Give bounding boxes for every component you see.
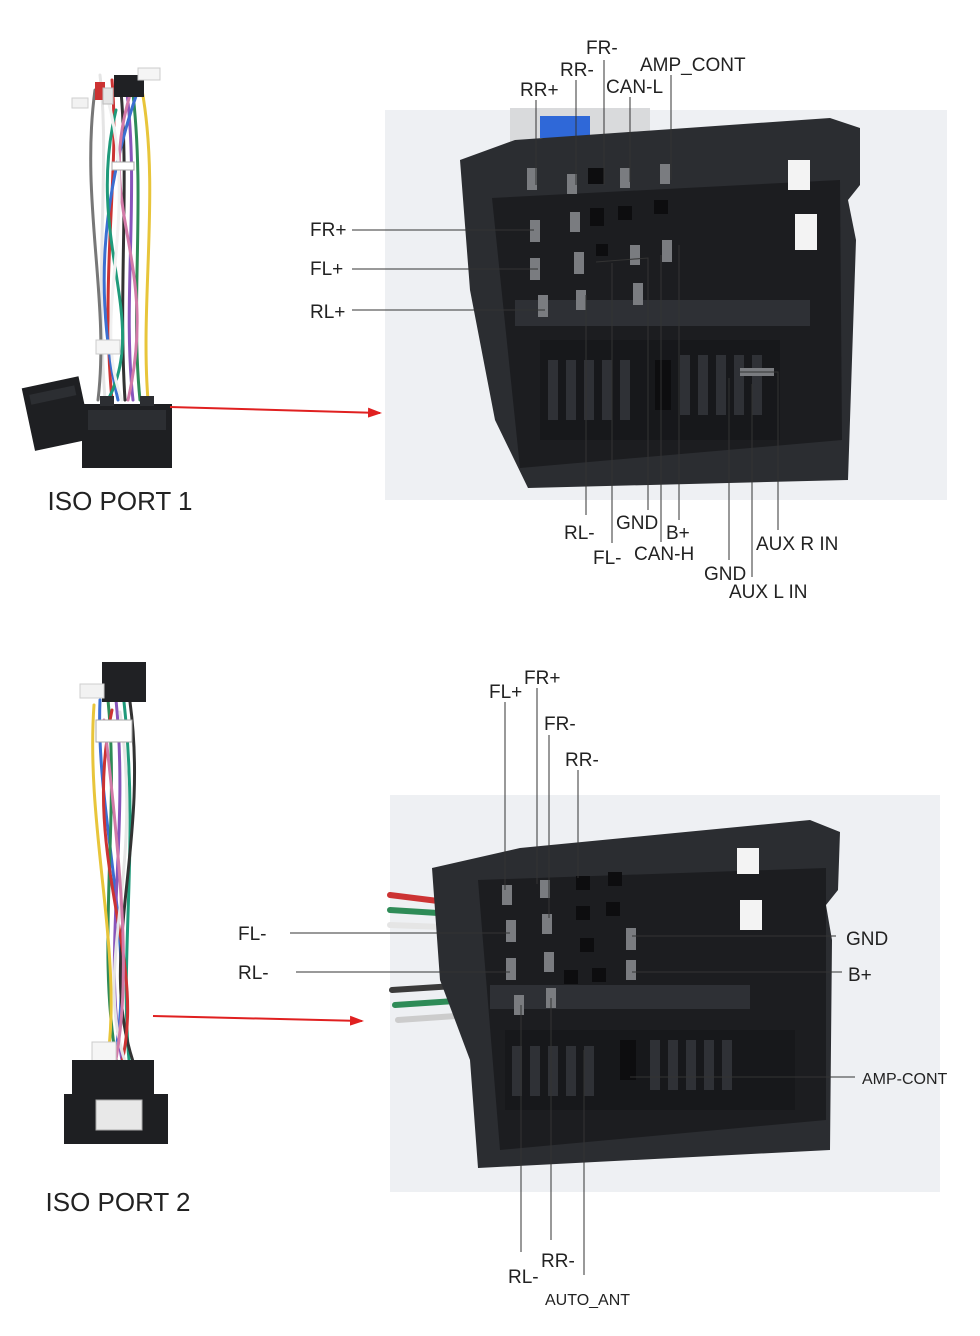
label-b-plus-2: B+	[848, 965, 872, 986]
label-can-l: CAN-L	[606, 77, 663, 98]
label-rl-plus: RL+	[310, 302, 345, 323]
label-fr-plus-2: FR+	[524, 668, 560, 689]
port2-leader-lines	[290, 688, 855, 1275]
label-rl-minus-bottom: RL-	[508, 1267, 539, 1288]
label-can-h: CAN-H	[634, 544, 694, 565]
label-fl-plus-2: FL+	[489, 682, 522, 703]
label-gnd-a: GND	[616, 513, 658, 534]
label-amp-cont: AMP_CONT	[640, 55, 746, 76]
port1-caption: ISO PORT 1	[48, 486, 193, 516]
port1-arrow	[169, 406, 382, 418]
label-fl-plus: FL+	[310, 259, 343, 280]
label-fr-minus: FR-	[586, 38, 618, 59]
port2-caption: ISO PORT 2	[46, 1187, 191, 1217]
label-aux-r-in: AUX R IN	[756, 534, 838, 555]
label-auto-ant: AUTO_ANT	[545, 1292, 630, 1309]
label-rr-minus-bottom: RR-	[541, 1251, 575, 1272]
label-rr-minus-top: RR-	[565, 750, 599, 771]
label-rr-minus: RR-	[560, 60, 594, 81]
label-rl-minus: RL-	[564, 523, 595, 544]
connector-photo-2	[387, 795, 940, 1192]
label-b-plus: B+	[666, 523, 690, 544]
label-rr-plus: RR+	[520, 80, 559, 101]
label-rl-minus-left: RL-	[238, 963, 269, 984]
label-fr-minus-2: FR-	[544, 714, 576, 735]
label-fl-minus: FL-	[593, 548, 622, 569]
label-aux-l-in: AUX L IN	[729, 582, 808, 603]
label-amp-cont-2: AMP-CONT	[862, 1071, 948, 1088]
port2-labels: FL+ FR+ FR- RR- FL- RL- GND B+ AMP-CONT …	[238, 668, 948, 1309]
port1-labels: FR- AMP_CONT RR- CAN-L RR+ FR+ FL+ RL+ R…	[310, 38, 838, 603]
connector-photo-1	[385, 108, 947, 500]
label-gnd-b: GND	[704, 564, 746, 585]
label-gnd-2: GND	[846, 929, 888, 950]
label-fr-plus: FR+	[310, 220, 346, 241]
harness-photo-1	[21, 67, 172, 468]
port1-leader-lines	[352, 60, 779, 577]
port2-arrow	[152, 1015, 364, 1026]
label-fl-minus-2: FL-	[238, 924, 267, 945]
harness-photo-2	[64, 662, 168, 1144]
